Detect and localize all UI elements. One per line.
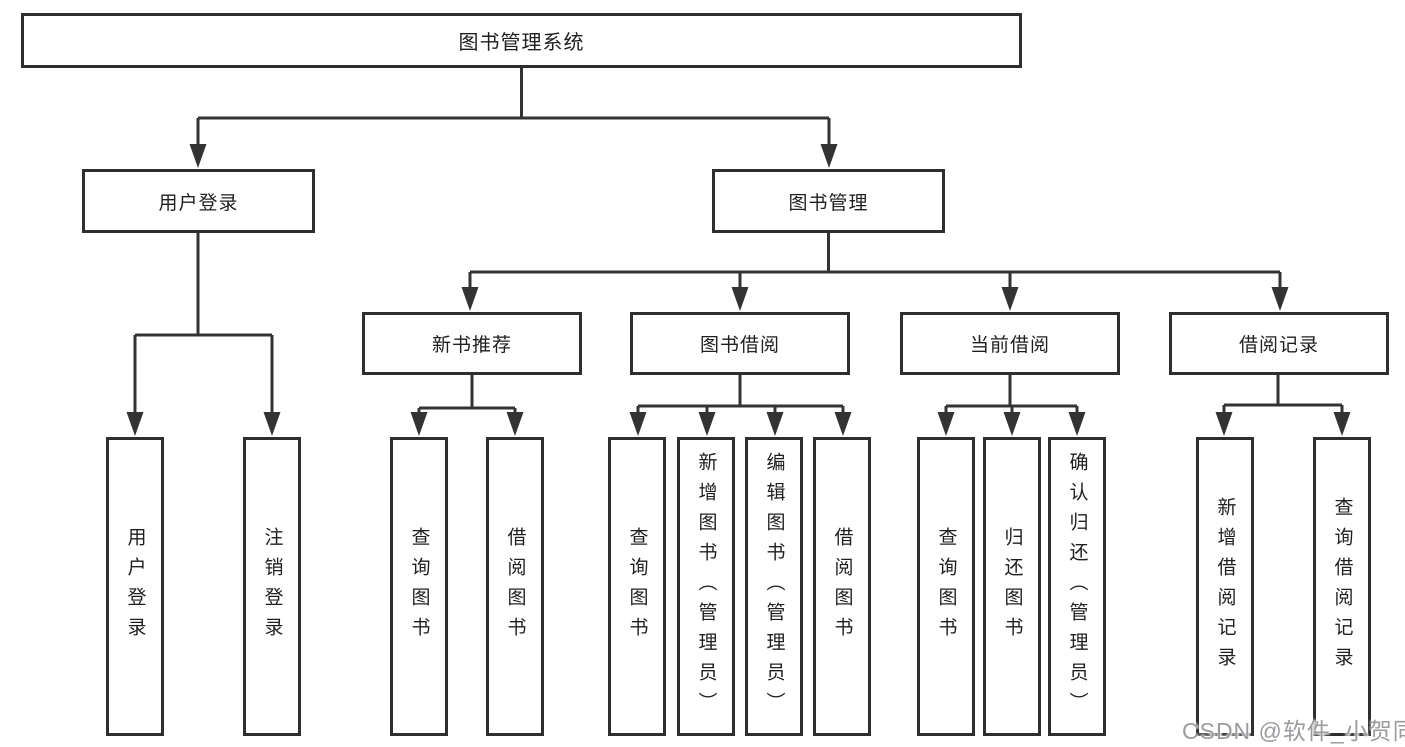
leaf-return-book: 归还图书 [983,437,1041,736]
node-current-borrowing: 当前借阅 [900,312,1120,375]
leaf-query-books-borrowing-label: 查询图书 [626,526,648,647]
leaf-query-books-recommend: 查询图书 [390,437,448,736]
node-user-login-branch: 用户登录 [82,169,315,233]
node-borrowing-records: 借阅记录 [1169,312,1389,375]
leaf-query-books-recommend-label: 查询图书 [408,526,430,647]
leaf-user-login-label: 用户登录 [124,526,146,647]
leaf-query-books-borrowing: 查询图书 [608,437,666,736]
leaf-borrow-books-borrowing-label: 借阅图书 [831,526,853,647]
node-book-borrowing: 图书借阅 [630,312,850,375]
leaf-borrow-books-recommend-label: 借阅图书 [504,526,526,647]
leaf-edit-book-admin-label: 编辑图书（管理员） [763,451,785,722]
leaf-borrow-books-recommend: 借阅图书 [486,437,544,736]
node-book-management-branch: 图书管理 [712,169,945,233]
leaf-query-books-current-label: 查询图书 [935,526,957,647]
leaf-confirm-return-admin-label: 确认归还（管理员） [1066,451,1088,722]
leaf-borrow-books-borrowing: 借阅图书 [813,437,871,736]
leaf-add-book-admin-label: 新增图书（管理员） [695,451,717,722]
leaf-user-login: 用户登录 [106,437,164,736]
leaf-add-borrow-record-label: 新增借阅记录 [1214,496,1236,677]
leaf-logout: 注销登录 [243,437,301,736]
node-library-management-system: 图书管理系统 [21,13,1022,68]
leaf-query-borrow-record-label: 查询借阅记录 [1331,496,1353,677]
arrowheads [126,144,1351,436]
leaf-return-book-label: 归还图书 [1001,526,1023,647]
leaf-logout-label: 注销登录 [261,526,283,647]
leaf-add-borrow-record: 新增借阅记录 [1196,437,1254,736]
leaf-edit-book-admin: 编辑图书（管理员） [745,437,803,736]
leaf-add-book-admin: 新增图书（管理员） [677,437,735,736]
leaf-query-borrow-record: 查询借阅记录 [1313,437,1371,736]
leaf-confirm-return-admin: 确认归还（管理员） [1048,437,1106,736]
tree-edges [133,68,1344,416]
leaf-query-books-current: 查询图书 [917,437,975,736]
node-new-book-recommendation: 新书推荐 [362,312,582,375]
csdn-watermark: CSDN @软件_小贺同学 [1182,718,1405,744]
